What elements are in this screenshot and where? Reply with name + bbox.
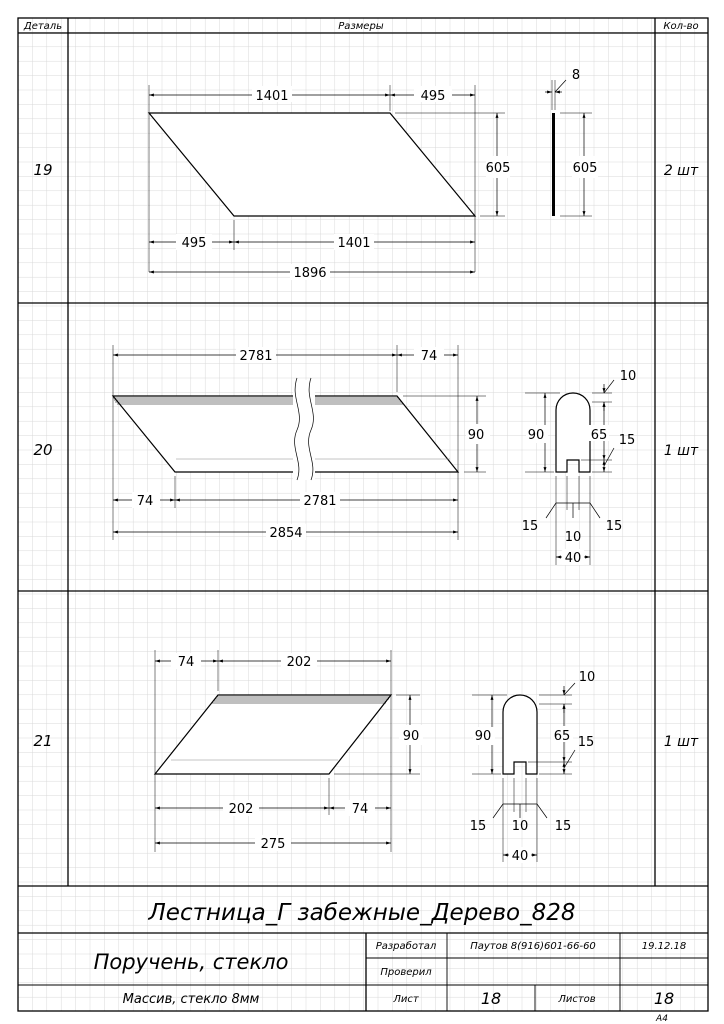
dim-21-prof-top: 10 <box>579 670 596 685</box>
sheet-label: Лист <box>392 994 420 1005</box>
dim-21-total: 275 <box>261 837 286 852</box>
dim-20-top-long: 2781 <box>239 349 272 364</box>
sheet-number: 18 <box>481 989 501 1008</box>
dim-20-top-short: 74 <box>421 349 438 364</box>
header-sizes: Размеры <box>338 21 384 32</box>
dim-20-prof-height: 90 <box>528 428 545 443</box>
sheets-count: 18 <box>654 989 674 1008</box>
dim-19-top-long: 1401 <box>255 89 288 104</box>
dim-19-height: 605 <box>486 161 511 176</box>
dim-19-side-height: 605 <box>573 161 598 176</box>
developer: Паутов 8(916)601-66-60 <box>470 941 596 952</box>
dim-21-prof-bottom: 15 <box>578 735 595 750</box>
dim-20-prof-bottom: 15 <box>619 433 636 448</box>
row-20-qty: 1 шт <box>664 443 699 459</box>
dim-20-bottom-short: 74 <box>137 494 154 509</box>
project-title: Лестница_Г забежные_Дерево_828 <box>148 900 576 926</box>
background-grid <box>17 17 708 1011</box>
dim-21-height: 90 <box>403 729 420 744</box>
row-21-qty: 1 шт <box>664 734 699 750</box>
row-19-qty: 2 шт <box>664 163 699 179</box>
dim-21-bottom-long: 202 <box>229 802 254 817</box>
part-20-profile <box>555 392 591 473</box>
dim-21-prof-height: 90 <box>475 729 492 744</box>
dim-19-total: 1896 <box>293 266 326 281</box>
dim-19-bottom-long: 1401 <box>337 236 370 251</box>
dim-20-prof-mid: 65 <box>591 428 608 443</box>
dim-19-top-short: 495 <box>421 89 446 104</box>
dim-21-bottom-short: 74 <box>352 802 369 817</box>
dim-21-prof-right: 15 <box>555 819 572 834</box>
dim-20-bottom-long: 2781 <box>303 494 336 509</box>
dim-20-prof-top: 10 <box>620 369 637 384</box>
part-19-side-view <box>552 113 555 216</box>
header-detail: Деталь <box>23 21 62 32</box>
format-label: A4 <box>655 1014 668 1024</box>
dim-21-prof-left: 15 <box>470 819 487 834</box>
material: Массив, стекло 8мм <box>123 992 260 1007</box>
dim-20-prof-center: 10 <box>565 530 582 545</box>
part-20-drawing: 2781 74 90 74 2781 2854 90 10 65 15 <box>111 345 637 566</box>
developed-label: Разработал <box>376 940 437 952</box>
dim-21-prof-width: 40 <box>512 849 529 864</box>
dim-20-height: 90 <box>468 428 485 443</box>
date: 19.12.18 <box>642 941 687 952</box>
dim-19-bottom-short: 495 <box>182 236 207 251</box>
part-21-drawing: 74 202 90 202 74 275 90 10 65 15 15 <box>153 650 596 864</box>
checked-label: Проверил <box>380 967 432 978</box>
dim-21-prof-mid: 65 <box>554 729 571 744</box>
dim-21-prof-center: 10 <box>512 819 529 834</box>
dim-20-total: 2854 <box>269 526 302 541</box>
row-20-id: 20 <box>33 441 52 459</box>
dim-20-prof-right: 15 <box>606 519 623 534</box>
part-21-handrail <box>153 694 393 775</box>
dim-21-top-long: 202 <box>287 655 312 670</box>
part-name: Поручень, стекло <box>94 950 289 974</box>
dim-20-prof-left: 15 <box>522 519 539 534</box>
part-21-profile <box>502 694 538 775</box>
drawing-frame <box>17 17 709 1012</box>
part-19-drawing: 1401 495 605 495 1401 1896 8 605 <box>147 68 598 281</box>
header-qty: Кол-во <box>663 21 698 32</box>
sheets-label: Листов <box>557 994 595 1005</box>
row-21-id: 21 <box>33 732 52 750</box>
dim-21-top-short: 74 <box>178 655 195 670</box>
dim-20-prof-width: 40 <box>565 551 582 566</box>
part-20-handrail <box>111 395 460 473</box>
part-19-glass-panel <box>147 112 477 217</box>
dim-19-thickness: 8 <box>572 68 580 83</box>
row-19-id: 19 <box>33 161 52 179</box>
